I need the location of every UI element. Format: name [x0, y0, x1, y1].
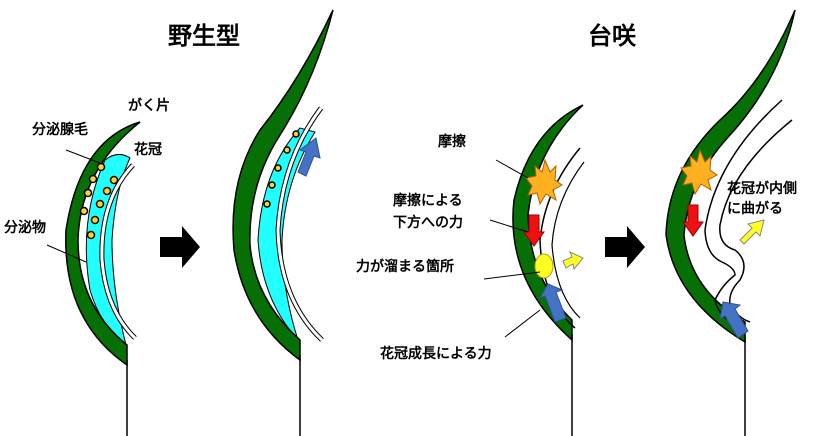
- label-downforce-line2: 下方への力: [393, 214, 463, 231]
- outward-arrow-icon: [562, 251, 584, 271]
- label-secretion: 分泌物: [4, 219, 46, 236]
- panel-mutant-after: 花冠が内側 に曲がる: [665, 9, 797, 436]
- label-petal: 花冠: [134, 141, 162, 158]
- title-mutant: 台咲: [588, 22, 637, 50]
- label-friction: 摩擦: [438, 133, 466, 150]
- label-sepal: がく片: [128, 97, 170, 114]
- stress-point-ellipse: [534, 253, 554, 279]
- growth-arrow-icon: [719, 301, 749, 339]
- panel-wild-after: [232, 9, 334, 436]
- petal-inner-line: [551, 161, 585, 319]
- sepal: [65, 121, 141, 367]
- label-stress-point: 力が溜まる箇所: [356, 258, 454, 275]
- sepal: [665, 9, 796, 344]
- label-downforce-line1: 摩擦による: [393, 192, 463, 209]
- friction-burst-icon: [680, 148, 718, 196]
- title-wild-type: 野生型: [168, 22, 240, 50]
- down-force-arrow-icon: [682, 204, 704, 237]
- friction-burst-icon: [525, 158, 563, 206]
- petal: [100, 163, 137, 340]
- label-bend-line1: 花冠が内側: [727, 180, 797, 197]
- transition-arrow-icon: [160, 226, 200, 268]
- down-force-arrow-icon: [523, 214, 545, 247]
- gland-dots: [79, 162, 119, 240]
- transition-arrow-icon: [605, 226, 645, 268]
- panel-wild-before: がく片 分泌腺毛 花冠 分泌物: [4, 97, 170, 436]
- label-bend-line2: に曲がる: [727, 200, 783, 217]
- petal: [276, 107, 324, 342]
- label-gland: 分泌腺毛: [32, 121, 88, 138]
- growth-arrow-icon: [297, 137, 321, 177]
- panel-mutant-before: 摩擦 摩擦による 下方への力 力が溜まる箇所 花冠成長による力: [356, 104, 585, 436]
- outward-arrow-icon: [739, 219, 765, 245]
- growth-arrow-icon: [538, 283, 567, 323]
- sepal: [232, 9, 334, 362]
- label-growth-force: 花冠成長による力: [380, 345, 492, 362]
